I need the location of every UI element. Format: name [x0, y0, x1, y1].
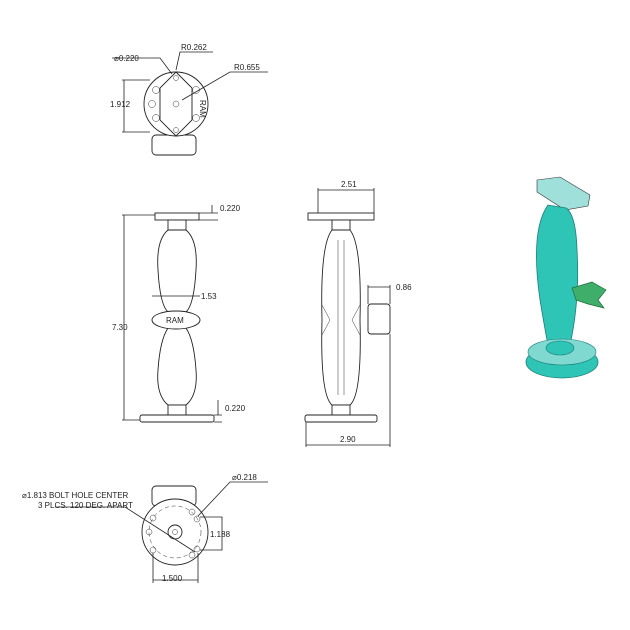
dim-top-width: 2.51 — [341, 180, 357, 189]
knob-top — [151, 134, 197, 156]
knob-front — [151, 310, 201, 330]
dim-width-bottom: 1.500 — [162, 574, 183, 583]
side-arm — [321, 229, 361, 406]
dim-top-plate: 0.220 — [220, 204, 241, 213]
dim-hole-diameter: ⌀0.220 — [114, 54, 139, 63]
dim-overall-height: 7.30 — [112, 323, 128, 332]
bottom-plate — [139, 414, 215, 423]
dim-height-bottom: 1.188 — [210, 530, 231, 539]
render-knob — [571, 281, 607, 309]
arm-upper — [157, 229, 197, 313]
logo-top: RAM — [198, 100, 207, 118]
arm-lower — [157, 327, 197, 406]
dim-knob-width: 0.86 — [396, 283, 412, 292]
3d-render — [525, 176, 607, 379]
render-arm — [536, 204, 579, 346]
dim-height-top: 1.912 — [110, 100, 131, 109]
dim-plate-radius: R0.655 — [234, 63, 260, 72]
render-top-plate — [536, 176, 591, 211]
front-view: RAM 0.220 1.53 7.30 0.220 — [112, 204, 246, 423]
bolt-note-line2: 3 PLCS. 120 DEG. APART — [38, 501, 133, 510]
dim-hole-radius: R0.262 — [181, 43, 207, 52]
bottom-view: ⌀1.813 BOLT HOLE CENTER 3 PLCS. 120 DEG.… — [22, 473, 268, 583]
dim-hole-diameter-bottom: ⌀0.218 — [232, 473, 257, 482]
dim-ball-width: 1.53 — [201, 292, 217, 301]
dim-overall-width: 2.90 — [340, 435, 356, 444]
side-knob — [367, 303, 391, 335]
side-top-plate — [307, 212, 375, 221]
side-view: 2.51 0.86 2.90 — [304, 180, 412, 447]
bolt-note-line1: ⌀1.813 BOLT HOLE CENTER — [22, 491, 129, 500]
diamond-plate — [159, 71, 193, 137]
logo-front: RAM — [166, 316, 184, 325]
top-plate — [154, 212, 200, 221]
side-bottom-plate — [304, 414, 378, 423]
top-view: RAM ⌀0.220 R0.262 R0.655 1.912 — [110, 43, 268, 156]
dim-bottom-plate: 0.220 — [225, 404, 246, 413]
